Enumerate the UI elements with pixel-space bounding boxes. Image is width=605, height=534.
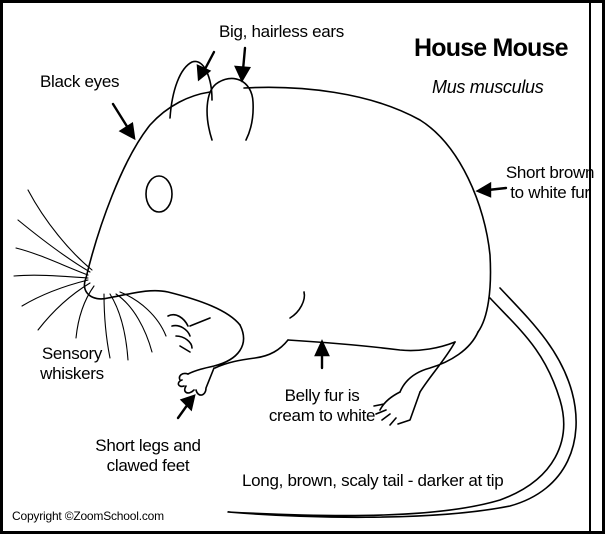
label-whiskers-line-2: whiskers (22, 364, 122, 384)
label-legs-line-2: clawed feet (78, 456, 218, 476)
scientific-name: Mus musculus (432, 77, 543, 98)
arrow-eyes (113, 104, 134, 138)
mouse-body-outline (86, 87, 491, 332)
mouse-snout-outline (84, 278, 240, 325)
arrow-ears-near (236, 48, 249, 80)
label-belly: Belly fur is cream to white (252, 386, 392, 425)
label-whiskers-line-1: Sensory (22, 344, 122, 364)
mouse-eye (146, 176, 172, 212)
mouse-whiskers (14, 190, 166, 360)
arrow-belly (316, 342, 328, 368)
mouse-inner-paw (168, 315, 210, 352)
label-ears: Big, hairless ears (219, 22, 344, 42)
label-fur-line-1: Short brown (500, 163, 600, 183)
label-legs: Short legs and clawed feet (78, 436, 218, 475)
label-fur: Short brown to white fur (500, 163, 600, 202)
mouse-front-leg (188, 325, 288, 374)
mouse-front-paw (178, 368, 214, 395)
mouse-belly-outline (288, 340, 455, 351)
mouse-hind-leg (400, 332, 478, 392)
label-tail: Long, brown, scaly tail - darker at tip (242, 471, 503, 491)
mouse-shoulder-line (290, 292, 304, 318)
label-belly-line-1: Belly fur is (252, 386, 392, 406)
label-whiskers: Sensory whiskers (22, 344, 122, 383)
label-belly-line-2: cream to white (252, 406, 392, 426)
arrow-legs (178, 396, 194, 418)
label-fur-line-2: to white fur (500, 183, 600, 203)
label-eyes: Black eyes (40, 72, 119, 92)
diagram-title: House Mouse (414, 34, 568, 63)
label-legs-line-1: Short legs and (78, 436, 218, 456)
arrow-ears-far (198, 52, 214, 79)
copyright-text: Copyright ©ZoomSchool.com (12, 510, 164, 524)
